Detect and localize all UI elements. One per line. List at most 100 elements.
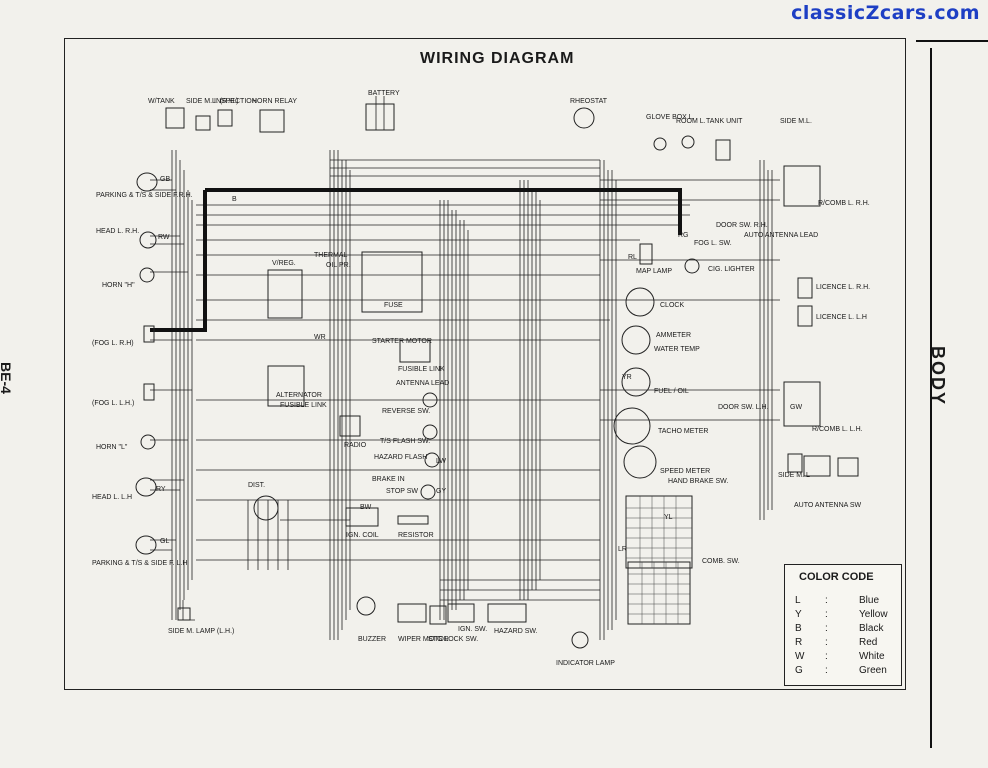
legend-code: W (795, 651, 805, 662)
label-licence-rh: LICENCE L. R.H. (816, 284, 871, 291)
legend-code: B (795, 623, 802, 634)
label-speed-meter: SPEED METER (660, 468, 711, 475)
legend-code: G (795, 665, 803, 676)
label-horn-relay: HORN RELAY (252, 98, 297, 105)
label-hazard-flash: HAZARD FLASH (374, 454, 428, 461)
label-parking-rh: PARKING & T/S & SIDE F.R.H. (96, 192, 193, 199)
color-code-legend: COLOR CODE L : Blue Y : Yellow B : Black… (784, 564, 902, 686)
label-side-ml-rh: SIDE M.L. (R.H.) (186, 98, 239, 105)
legend-separator: : (825, 623, 828, 634)
label-fuel-oil: FUEL / OIL (654, 388, 689, 395)
legend-color-name: Yellow (859, 609, 888, 620)
label-hand-brake-sw: HAND BRAKE SW. (668, 478, 729, 485)
wire-code: YR (622, 374, 632, 381)
wire-code: WR (314, 334, 326, 341)
label-ign-coil: IGN. COIL (346, 532, 379, 539)
diagram-frame (64, 38, 906, 690)
section-tab-divider (916, 40, 988, 42)
label-wiper-motor: WIPER MOTOR (398, 636, 449, 643)
wire-code: LR (618, 546, 627, 553)
wire-code: RL (628, 254, 637, 261)
diagram-title: WIRING DIAGRAM (420, 50, 575, 67)
label-fusible-link-2: FUSIBLE LINK (280, 402, 327, 409)
wire-code: LW (436, 458, 446, 465)
label-fog-lh: (FOG L. L.H.) (92, 400, 135, 407)
label-rcomb-lh: R/COMB L. L.H. (812, 426, 863, 433)
label-hazard-sw: HAZARD SW. (494, 628, 538, 635)
wire-code: RW (158, 234, 170, 241)
wire-code: GY (436, 488, 447, 495)
label-head-lh: HEAD L. L.H (92, 494, 133, 501)
label-fog-rh: (FOG L. R.H) (92, 340, 134, 347)
legend-color-name: Black (859, 623, 884, 634)
label-auto-antenna-sw: AUTO ANTENNA SW (794, 502, 862, 509)
label-ign-sw: IGN. SW. (458, 626, 488, 633)
label-battery: BATTERY (368, 90, 400, 97)
label-door-sw-lh: DOOR SW. L.H. (718, 404, 769, 411)
label-starter: STARTER MOTOR (372, 338, 432, 345)
label-fusible-link: FUSIBLE LINK (398, 366, 445, 373)
legend-separator: : (825, 665, 828, 676)
legend-code: L (795, 595, 801, 606)
legend-color-name: Red (859, 637, 878, 648)
wire-code: YL (664, 514, 673, 521)
label-alternator: ALTERNATOR (276, 392, 322, 399)
label-buzzer: BUZZER (358, 636, 386, 643)
ground-harness (150, 188, 682, 332)
label-tacho-meter: TACHO METER (658, 428, 709, 435)
label-vreg: V/REG. (272, 260, 296, 267)
label-room-l: ROOM L. (676, 118, 706, 125)
wire-code: GW (790, 404, 803, 411)
label-brake-in: BRAKE IN (372, 476, 405, 483)
wire-code: GL (160, 538, 170, 545)
legend-code: Y (795, 609, 802, 620)
label-licence-lh: LICENCE L. L.H (816, 314, 867, 321)
label-ts-flash: T/S FLASH SW. (380, 438, 431, 445)
legend-code: R (795, 637, 803, 648)
label-tank-unit: TANK UNIT (706, 118, 743, 125)
legend-color-name: Green (859, 665, 887, 676)
label-clock: CLOCK (660, 302, 685, 309)
label-stg-lock: STG LOCK SW. (428, 636, 479, 643)
label-rcomb-rh: R/COMB L. R.H. (818, 200, 870, 207)
label-fuse: FUSE (384, 302, 403, 309)
legend-title: COLOR CODE (799, 571, 874, 583)
label-side-m-l: SIDE M. L (778, 472, 810, 479)
label-oil-pr: OIL PR. (326, 262, 351, 269)
label-parking-lh: PARKING & T/S & SIDE F. L.H (92, 560, 188, 567)
legend-separator: : (825, 609, 828, 620)
label-map-lamp: MAP LAMP (636, 268, 673, 275)
wire-code: GB (160, 176, 171, 183)
label-radio: RADIO (344, 442, 367, 449)
label-head-rh: HEAD L. R.H. (96, 228, 140, 235)
label-reverse-sw: REVERSE SW. (382, 408, 431, 415)
label-side-ml: SIDE M.L. (780, 118, 812, 125)
comb-switch-grid (626, 496, 692, 624)
wire-code: B (232, 196, 237, 203)
label-antenna-lead: ANTENNA LEAD (396, 380, 450, 387)
wire-code: BW (360, 504, 372, 511)
legend-separator: : (825, 637, 828, 648)
label-door-sw-rh: DOOR SW. R.H. (716, 222, 768, 229)
label-horn-h: HORN "H" (102, 282, 135, 289)
label-horn-l: HORN "L" (96, 444, 128, 451)
label-rheostat: RHEOSTAT (570, 98, 608, 105)
wire-code: RG (678, 232, 689, 239)
legend-separator: : (825, 651, 828, 662)
label-thermal: THERMAL (314, 252, 348, 259)
site-watermark: classicZcars.com (791, 2, 980, 24)
label-auto-antenna-lead: AUTO ANTENNA LEAD (744, 232, 819, 239)
label-ammeter: AMMETER (656, 332, 691, 339)
label-wtank: W/TANK (148, 98, 175, 105)
label-water-temp: WATER TEMP (654, 346, 700, 353)
label-inspection: INSPECTION (214, 98, 257, 105)
label-stop-sw: STOP SW (386, 488, 419, 495)
label-dist: DIST. (248, 482, 266, 489)
label-comb-sw: COMB. SW. (702, 558, 740, 565)
section-tab-line (930, 48, 932, 748)
component-symbols (135, 103, 859, 649)
label-cig-lighter: CIG. LIGHTER (708, 266, 755, 273)
legend-color-name: White (859, 651, 885, 662)
label-resistor: RESISTOR (398, 532, 434, 539)
wire-bundle (150, 96, 780, 640)
